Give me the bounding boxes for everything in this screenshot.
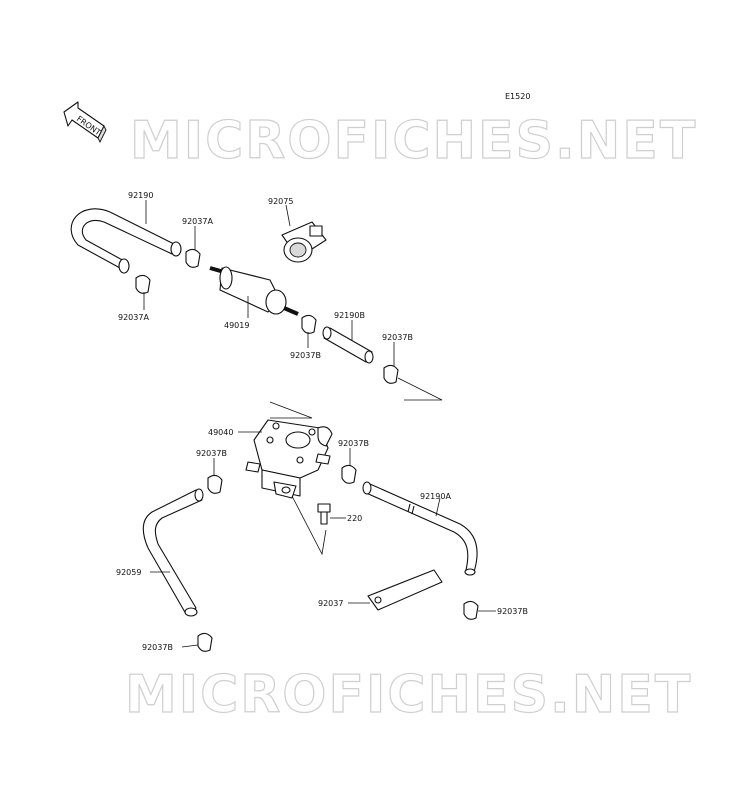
hose-92190: [70, 208, 182, 274]
clamp-92037b-3: [341, 464, 357, 484]
clamp-92037b-1: [301, 314, 317, 334]
label-92037b-2: 92037B: [382, 333, 413, 342]
label-92190a: 92190A: [420, 492, 451, 501]
label-92037a-top: 92037A: [182, 217, 213, 226]
hose-92059: [142, 488, 204, 617]
bolt-220: [317, 503, 331, 525]
band-92037: [367, 569, 443, 611]
label-92190b: 92190B: [334, 311, 365, 320]
front-arrow-icon: FRONT: [63, 101, 107, 144]
diagram-code: E1520: [505, 92, 530, 101]
label-92037b-4: 92037B: [196, 449, 227, 458]
label-49040: 49040: [208, 428, 233, 437]
clamp-92037a-bottom: [135, 274, 151, 294]
watermark-top: MICROFICHES.NET: [130, 111, 697, 171]
watermark-bottom: MICROFICHES.NET: [125, 665, 692, 725]
holder-92075: [281, 221, 327, 263]
label-92037a-bottom: 92037A: [118, 313, 149, 322]
hose-92190b: [322, 326, 374, 364]
clamp-92037b-6: [197, 632, 213, 652]
hose-92190a: [362, 481, 478, 576]
label-92037b-5: 92037B: [497, 607, 528, 616]
label-92037b-3: 92037B: [338, 439, 369, 448]
label-92037b-6: 92037B: [142, 643, 173, 652]
label-49019: 49019: [224, 321, 249, 330]
label-92075: 92075: [268, 197, 293, 206]
fuel-filter-49019: [209, 266, 299, 316]
clamp-92037b-2: [383, 364, 399, 384]
clamp-92037b-4: [207, 474, 223, 494]
fuel-pump-49040: [245, 419, 333, 499]
label-92037: 92037: [318, 599, 343, 608]
label-92190: 92190: [128, 191, 153, 200]
clamp-92037a-top: [185, 248, 201, 268]
label-92059: 92059: [116, 568, 141, 577]
label-92037b-1: 92037B: [290, 351, 321, 360]
clamp-92037b-5: [463, 600, 479, 620]
label-220: 220: [347, 514, 362, 523]
